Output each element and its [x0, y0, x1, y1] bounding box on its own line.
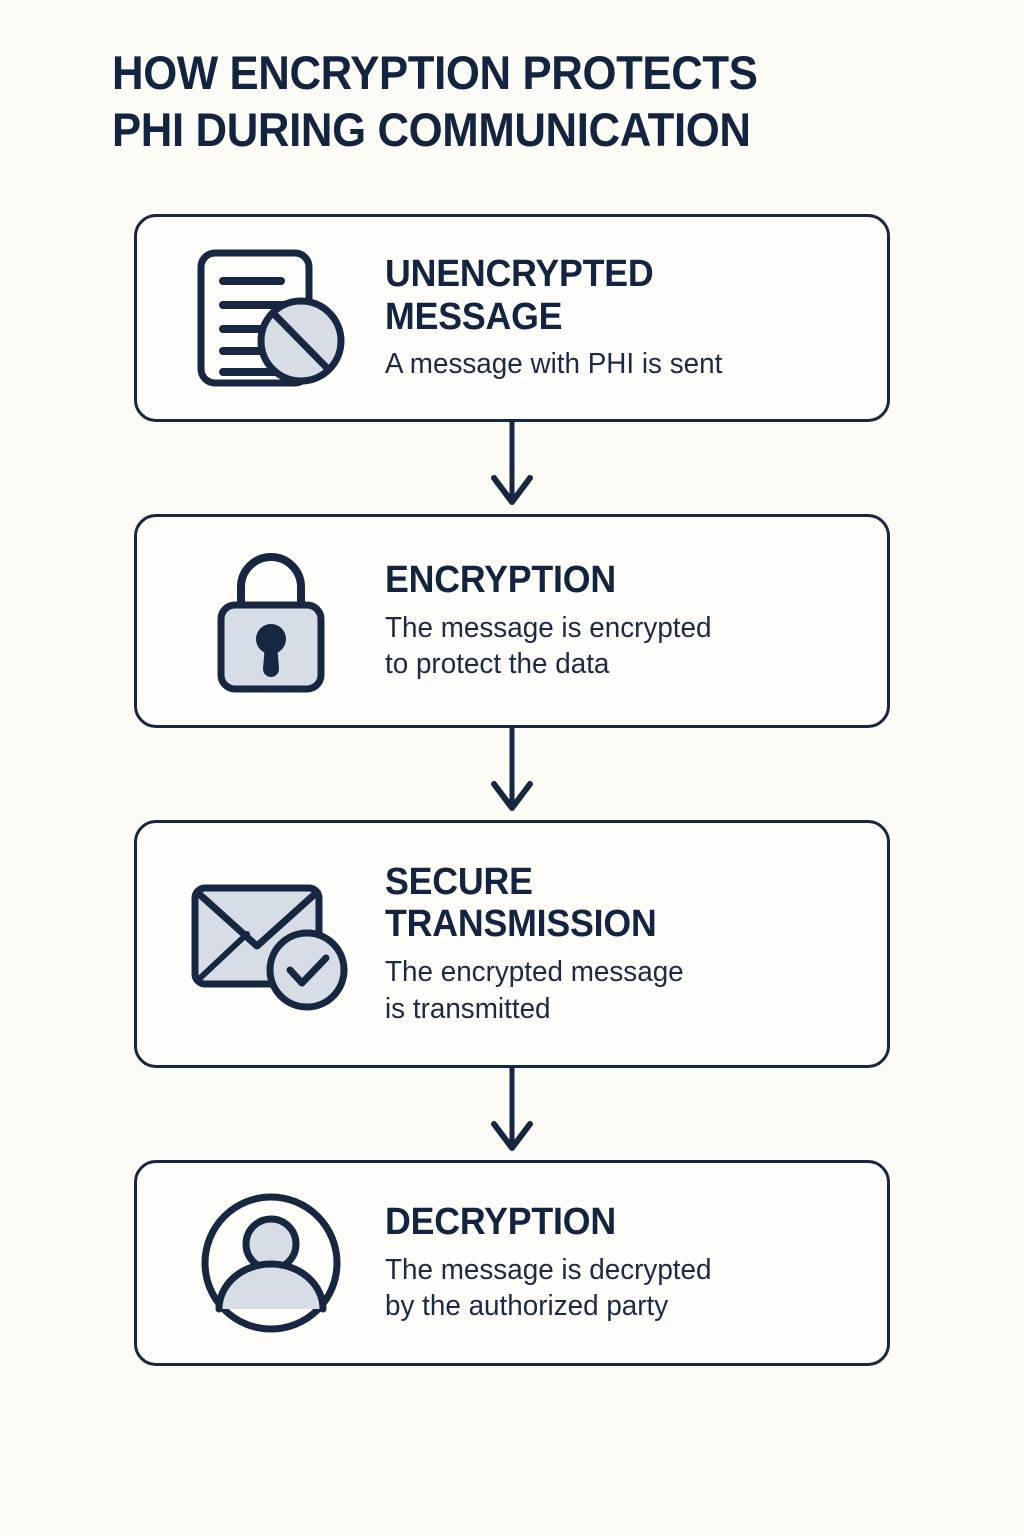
user-avatar-icon	[171, 1188, 371, 1338]
step-title-line-1: SECURE	[385, 860, 533, 903]
step-title-line-2: MESSAGE	[385, 295, 563, 338]
step-text-block: DECRYPTION The message is decrypted by t…	[371, 1201, 861, 1325]
step-description-line-1: The message is decrypted	[385, 1253, 712, 1286]
step-card-decryption[interactable]: DECRYPTION The message is decrypted by t…	[134, 1160, 890, 1366]
step-title-line-1: DECRYPTION	[385, 1201, 616, 1244]
envelope-check-icon	[171, 869, 371, 1019]
step-description-line-2: to protect the data	[385, 648, 610, 681]
step-description-line-1: The encrypted message	[385, 956, 684, 989]
step-title-line-1: ENCRYPTION	[385, 559, 616, 602]
step-title-line-2: TRANSMISSION	[385, 903, 657, 946]
arrow-step2-to-step3	[134, 728, 890, 820]
step-description-line-2: is transmitted	[385, 992, 551, 1025]
step-description-line-1: The message is encrypted	[385, 611, 712, 644]
padlock-icon	[171, 546, 371, 696]
arrow-step1-to-step2	[134, 422, 890, 514]
page-title: HOW ENCRYPTION PROTECTS PHI DURING COMMU…	[112, 44, 932, 159]
step-card-encryption[interactable]: ENCRYPTION The message is encrypted to p…	[134, 514, 890, 728]
step-text-block: UNENCRYPTED MESSAGE A message with PHI i…	[371, 253, 861, 383]
step-description-line-2: by the authorized party	[385, 1290, 669, 1323]
document-blocked-icon	[171, 243, 371, 393]
process-flow: UNENCRYPTED MESSAGE A message with PHI i…	[134, 214, 890, 1366]
step-card-secure-transmission[interactable]: SECURE TRANSMISSION The encrypted messag…	[134, 820, 890, 1068]
step-text-block: ENCRYPTION The message is encrypted to p…	[371, 559, 861, 683]
step-card-unencrypted-message[interactable]: UNENCRYPTED MESSAGE A message with PHI i…	[134, 214, 890, 422]
step-text-block: SECURE TRANSMISSION The encrypted messag…	[371, 861, 861, 1027]
page-title-line-1: HOW ENCRYPTION PROTECTS	[112, 46, 758, 99]
arrow-step3-to-step4	[134, 1068, 890, 1160]
page-title-line-2: PHI DURING COMMUNICATION	[112, 103, 751, 157]
step-description-line-1: A message with PHI is sent	[385, 348, 723, 381]
step-title-line-1: UNENCRYPTED	[385, 253, 654, 296]
